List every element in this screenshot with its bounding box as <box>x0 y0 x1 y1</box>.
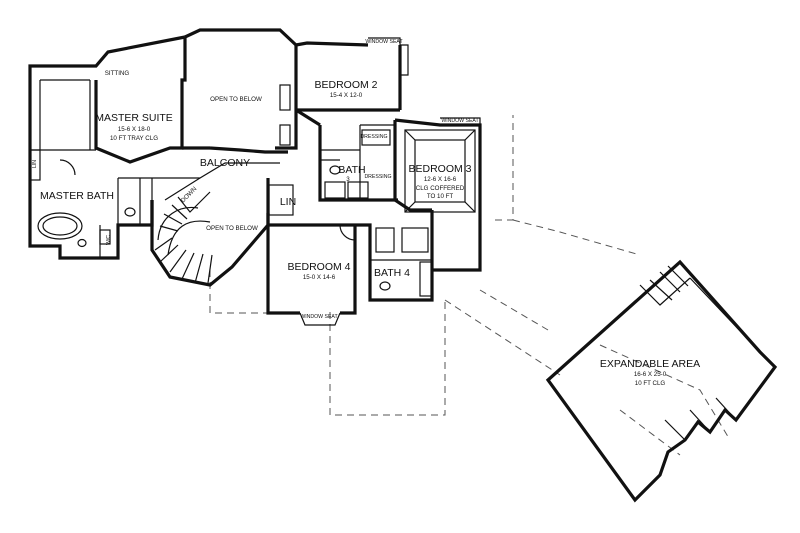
bedroom-4-walls <box>266 210 434 326</box>
label-window-seat-2: WINDOW SEAT <box>441 118 479 124</box>
label-sitting: SITTING <box>105 70 130 77</box>
open-area-walls <box>164 28 298 225</box>
label-bath-3-num: 3 <box>346 176 350 183</box>
label-wic: W/C <box>106 235 112 245</box>
label-bedroom-2-dim: 15-4 X 12-0 <box>330 92 363 99</box>
dashed-outlines <box>209 115 731 456</box>
label-dressing-2: DRESSING <box>364 174 391 180</box>
label-open-to-below-2: OPEN TO BELOW <box>206 225 258 232</box>
master-suite-walls <box>28 35 187 260</box>
staircase <box>150 191 270 287</box>
label-expandable-area: EXPANDABLE AREA <box>600 358 700 370</box>
label-expandable-area-note: 10 FT CLG <box>635 380 666 387</box>
label-master-bath: MASTER BATH <box>40 190 114 202</box>
label-bedroom-3-dim: 12-6 X 16-6 <box>424 176 457 183</box>
label-bedroom-4-dim: 15-0 X 14-6 <box>303 274 336 281</box>
bath-3-walls <box>318 124 398 202</box>
label-open-to-below-1: OPEN TO BELOW <box>210 96 262 103</box>
label-bedroom-3: BEDROOM 3 <box>408 163 471 175</box>
label-window-seat-3: WINDOW SEAT <box>300 314 338 320</box>
label-bedroom-3-note-2: TO 10 FT <box>427 193 454 200</box>
expandable-area-walls <box>545 259 778 503</box>
bedroom-3-walls <box>393 117 482 272</box>
label-down: DOWN <box>180 186 199 205</box>
label-master-suite: MASTER SUITE <box>95 112 173 124</box>
label-dressing-1: DRESSING <box>360 134 387 140</box>
label-bedroom-3-note-1: CLG COFFERED <box>416 185 465 192</box>
label-master-suite-note: 10 FT TRAY CLG <box>110 135 158 142</box>
label-master-suite-dim: 15-6 X 18-0 <box>118 126 151 133</box>
label-lin-center: LIN <box>280 196 296 208</box>
label-lin-left: LIN <box>32 160 38 168</box>
label-expandable-area-dim: 16-6 X 25-0 <box>634 371 667 378</box>
label-bath-4: BATH 4 <box>374 267 410 279</box>
label-bedroom-2: BEDROOM 2 <box>314 79 377 91</box>
room-labels: SITTING MASTER SUITE 15-6 X 18-0 10 FT T… <box>32 39 700 387</box>
label-bedroom-4: BEDROOM 4 <box>287 261 350 273</box>
label-balcony: BALCONY <box>200 157 250 169</box>
label-window-seat-1: WINDOW SEAT <box>365 39 403 45</box>
label-bath-3: BATH <box>338 164 365 176</box>
bedroom-2-walls <box>295 37 409 127</box>
